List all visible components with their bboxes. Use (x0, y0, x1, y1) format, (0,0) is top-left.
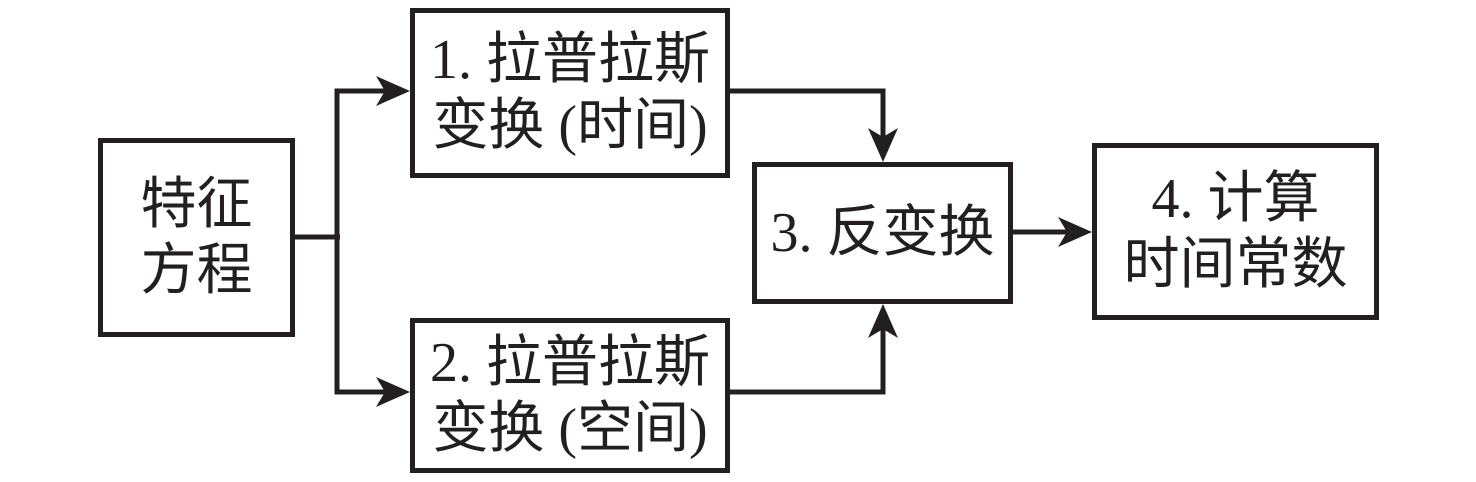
node-text-line: 2. 拉普拉斯 (430, 331, 710, 394)
arrowhead-into-laplace-time (376, 76, 410, 106)
connector-time-to-inverse (730, 88, 886, 137)
node-laplace-time: 1. 拉普拉斯 变换 (时间) (410, 8, 730, 178)
node-inverse-transform: 3. 反变换 (752, 162, 1013, 304)
node-text-line: 特征 (140, 173, 253, 236)
node-compute-time-constant: 4. 计算 时间常数 (1092, 143, 1379, 320)
arrowhead-into-inverse-top (868, 128, 898, 162)
node-laplace-space: 2. 拉普拉斯 变换 (空间) (410, 318, 730, 473)
arrowhead-into-inverse-bottom (868, 304, 898, 338)
arrowhead-into-laplace-space (376, 377, 410, 407)
connector-space-to-inverse (730, 329, 886, 395)
node-text-line: 变换 (空间) (432, 397, 708, 460)
node-characteristic-equation: 特征 方程 (98, 138, 295, 337)
node-text-line: 方程 (140, 239, 253, 302)
node-text-line: 时间常数 (1123, 233, 1348, 296)
arrowhead-into-compute (1058, 217, 1092, 247)
node-text-line: 1. 拉普拉斯 (430, 29, 710, 91)
node-text-line: 4. 计算 (1151, 167, 1320, 230)
connector-branch-split (334, 88, 385, 395)
node-text-line: 3. 反变换 (770, 202, 995, 264)
node-text-line: 变换 (时间) (432, 95, 708, 157)
